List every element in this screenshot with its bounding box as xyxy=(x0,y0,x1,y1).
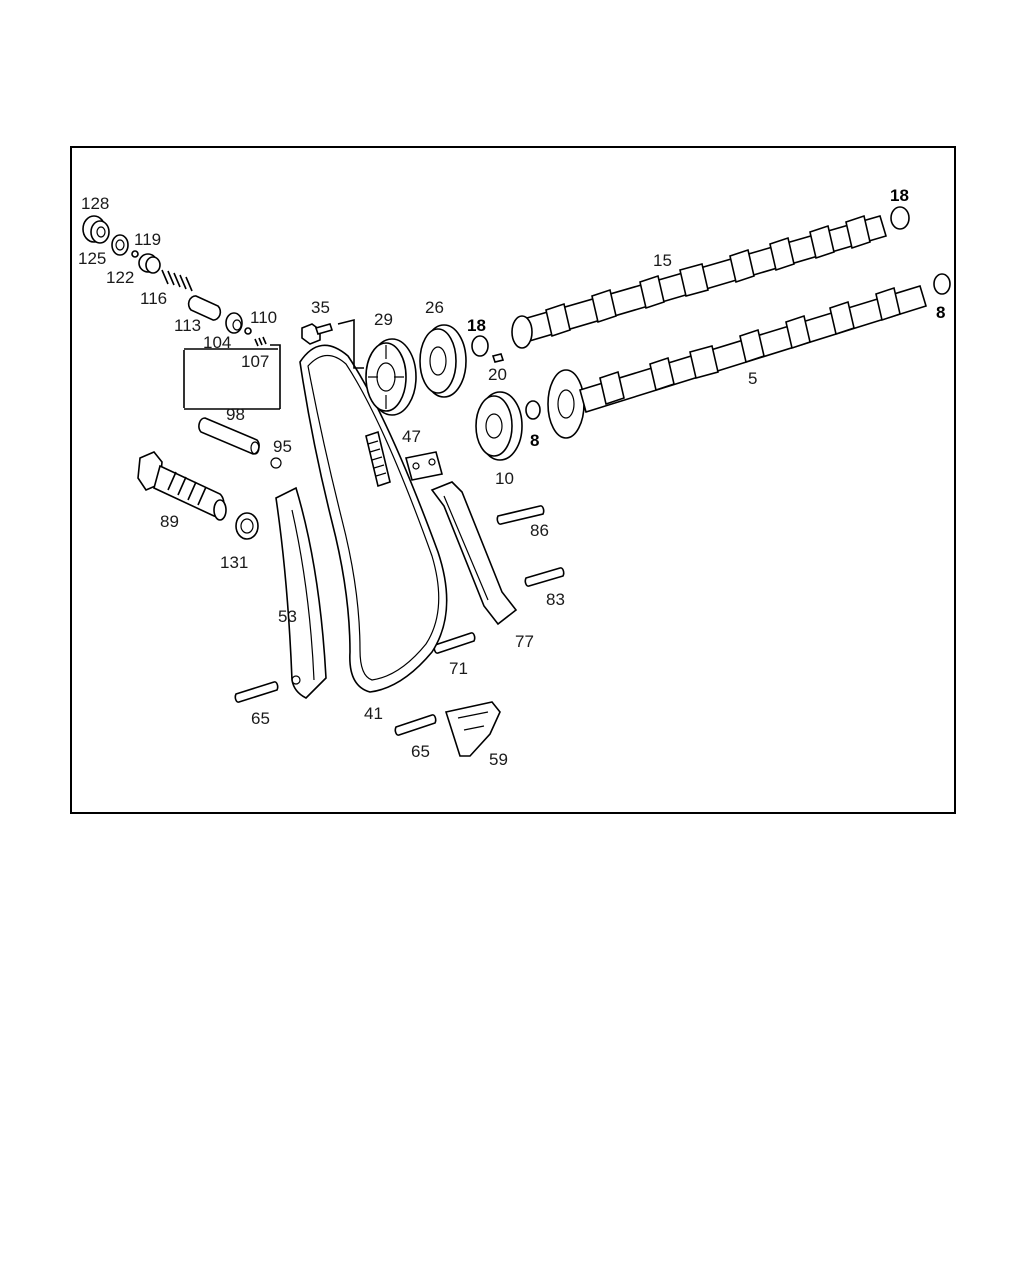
callout-131: 131 xyxy=(220,553,248,572)
callout-89: 89 xyxy=(160,512,179,531)
part-131-seal xyxy=(235,512,259,540)
diagram-frame xyxy=(70,146,956,814)
callouts: 128 125 119 122 116 113 104 110 107 35 2… xyxy=(78,186,945,769)
callout-128: 128 xyxy=(81,194,109,213)
callout-104: 104 xyxy=(203,333,231,352)
callout-47: 47 xyxy=(402,427,421,446)
bracket-lines xyxy=(183,344,281,409)
part-59-guide xyxy=(444,701,501,757)
part-small-ball xyxy=(244,327,252,335)
part-26-sprocket xyxy=(419,324,467,398)
part-18-plug-right xyxy=(890,206,910,230)
part-20-dowel xyxy=(491,353,505,363)
part-35-bolt xyxy=(301,323,334,345)
callout-86: 86 xyxy=(530,521,549,540)
callout-71: 71 xyxy=(449,659,468,678)
part-116-spring xyxy=(161,269,193,292)
callout-77: 77 xyxy=(515,632,534,651)
part-98-pin xyxy=(198,417,260,455)
part-65-pin-left xyxy=(234,681,279,703)
part-18-plug-left xyxy=(471,335,489,357)
part-29-sprocket xyxy=(365,338,417,416)
part-89-tensioner xyxy=(137,451,227,521)
callout-95: 95 xyxy=(273,437,292,456)
part-95-ring xyxy=(270,457,282,469)
part-8-plug-left xyxy=(525,400,541,420)
callout-35: 35 xyxy=(311,298,330,317)
part-15-camshaft xyxy=(511,214,887,349)
callout-83: 83 xyxy=(546,590,565,609)
part-86-pin xyxy=(496,505,545,525)
callout-119: 119 xyxy=(134,230,161,249)
part-113-piston xyxy=(187,295,222,321)
callout-26: 26 xyxy=(425,298,444,317)
callout-65-left: 65 xyxy=(251,709,270,728)
part-119-cap xyxy=(138,253,161,274)
part-83-pin xyxy=(524,567,565,587)
part-10-sprocket xyxy=(475,391,523,461)
callout-125: 125 xyxy=(78,249,106,268)
part-122-ring xyxy=(111,234,129,256)
callout-8-left: 8 xyxy=(530,431,539,450)
bracket-35 xyxy=(337,318,364,369)
part-53-tensioner-rail xyxy=(275,486,327,699)
callout-53: 53 xyxy=(278,607,297,626)
part-small-washer xyxy=(131,250,139,258)
part-8-plug-right xyxy=(933,273,951,295)
callout-8-right: 8 xyxy=(936,303,945,322)
callout-122: 122 xyxy=(106,268,134,287)
callout-113: 113 xyxy=(174,316,201,335)
callout-15: 15 xyxy=(653,251,672,270)
callout-110: 110 xyxy=(250,308,277,327)
part-107-spring xyxy=(254,336,267,347)
callout-18-right: 18 xyxy=(890,186,909,205)
part-5-camshaft xyxy=(547,284,927,439)
bracket-lines-2 xyxy=(184,348,280,410)
callout-18-left: 18 xyxy=(467,316,486,335)
callout-116: 116 xyxy=(140,289,167,308)
part-41-timing-chain xyxy=(299,344,448,693)
callout-29: 29 xyxy=(374,310,393,329)
part-65-pin-bottom xyxy=(394,714,437,736)
part-47-chain-link xyxy=(405,451,443,481)
callout-59: 59 xyxy=(489,750,508,769)
part-104-cap xyxy=(225,312,243,334)
part-128-nut xyxy=(82,215,110,244)
callout-41: 41 xyxy=(364,704,383,723)
callout-107: 107 xyxy=(241,352,269,371)
callout-65-bottom: 65 xyxy=(411,742,430,761)
callout-5: 5 xyxy=(748,369,757,388)
callout-10: 10 xyxy=(495,469,514,488)
callout-20: 20 xyxy=(488,365,507,384)
part-77-guide-rail xyxy=(430,481,518,626)
callout-98: 98 xyxy=(226,405,245,424)
